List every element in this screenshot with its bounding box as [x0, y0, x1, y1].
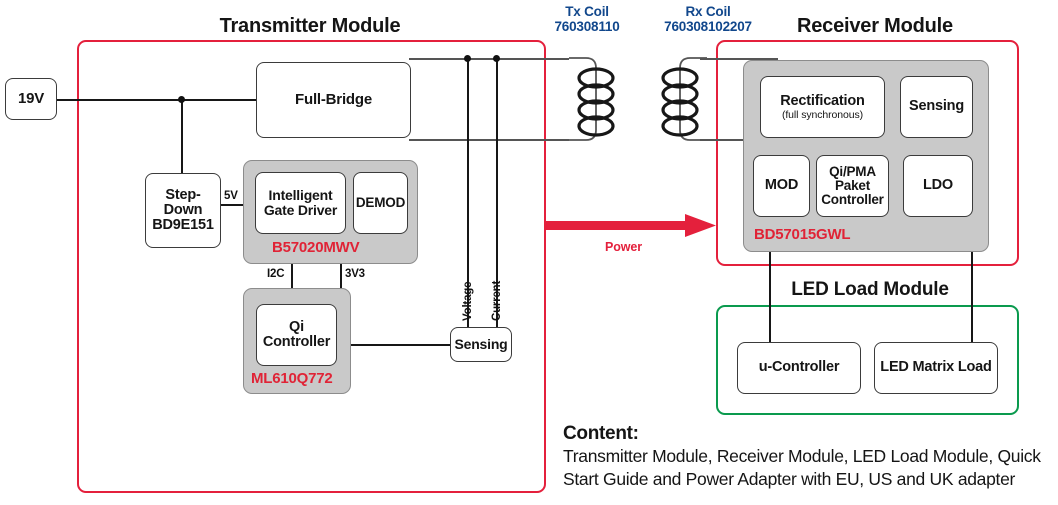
qi-controller-block[interactable]: Qi Controller [256, 304, 337, 366]
wire-receiver-to-ucontroller [769, 252, 771, 342]
wire-fullbridge-bottom-to-txcoil [409, 139, 569, 141]
label-5v: 5V [224, 190, 238, 202]
wire-rxcoil-top-to-receiver [700, 58, 778, 60]
junction-dot-current-tap [493, 55, 500, 62]
wire-rxcoil-bottom-to-receiver [700, 139, 778, 141]
rx-coil-part: 760308102207 [664, 19, 752, 34]
title-receiver-module: Receiver Module [797, 15, 953, 37]
content-line-2: Start Guide and Power Adapter with EU, U… [563, 469, 1016, 489]
transmitter-module-boundary [77, 40, 546, 493]
content-line-1: Transmitter Module, Receiver Module, LED… [563, 446, 1041, 466]
full-bridge-block[interactable]: Full-Bridge [256, 62, 411, 138]
label-i2c: I2C [267, 268, 285, 280]
rectification-title: Rectification [780, 92, 865, 109]
transmitter-main-ic-part-number: B57020MWV [272, 239, 360, 256]
label-current: Current [491, 280, 503, 321]
label-voltage: Voltage [462, 281, 474, 321]
qi-controller-ic-part-number: ML610Q772 [251, 370, 333, 387]
qipma-line2: Paket [834, 177, 871, 193]
led-load-module-boundary [716, 305, 1019, 415]
rx-coil-caption: Rx Coil 760308102207 [634, 4, 782, 34]
receiver-ic-part-number: BD57015GWL [754, 226, 851, 243]
intelligent-gate-driver-block[interactable]: Intelligent Gate Driver [255, 172, 346, 234]
wire-receiver-to-ledmatrix [971, 252, 973, 342]
qi-pma-packet-controller-block[interactable]: Qi/PMA Paket Controller [816, 155, 889, 217]
step-down-block[interactable]: Step- Down BD9E151 [145, 173, 221, 248]
wire-stepdown-5v-to-ic [220, 204, 258, 206]
title-transmitter-module: Transmitter Module [219, 15, 401, 37]
wire-i2c [291, 264, 293, 288]
step-down-line1: Step- [165, 186, 201, 203]
rectification-block[interactable]: Rectification (full synchronous) [760, 76, 885, 138]
wire-current-sense [496, 58, 498, 328]
u-controller-block[interactable]: u-Controller [737, 342, 861, 394]
step-down-part: BD9E151 [152, 217, 214, 234]
mod-block[interactable]: MOD [753, 155, 810, 217]
rx-coil-name: Rx Coil [685, 4, 731, 19]
junction-dot-voltage-tap [464, 55, 471, 62]
wire-19v-to-stepdown [181, 99, 183, 173]
label-3v3: 3V3 [345, 268, 365, 280]
wire-19v-to-fullbridge [55, 99, 257, 101]
rx-coil-icon [661, 57, 707, 141]
content-section: Content: Transmitter Module, Receiver Mo… [563, 423, 1058, 491]
qi-controller-line1: Qi [289, 318, 304, 335]
demod-block[interactable]: DEMOD [353, 172, 408, 234]
tx-coil-name: Tx Coil [565, 4, 609, 19]
qipma-line3: Controller [821, 192, 884, 208]
tx-coil-icon [569, 57, 615, 141]
rectification-subtitle: (full synchronous) [781, 108, 864, 121]
led-matrix-load-block[interactable]: LED Matrix Load [874, 342, 998, 394]
wire-voltage-sense [467, 58, 469, 328]
power-arrow-icon [545, 214, 716, 237]
power-arrow-label: Power [605, 240, 643, 254]
wire-fullbridge-top-to-txcoil [409, 58, 569, 60]
transmitter-sensing-block[interactable]: Sensing [450, 327, 512, 362]
step-down-line2: Down [163, 201, 203, 218]
receiver-sensing-block[interactable]: Sensing [900, 76, 973, 138]
content-heading: Content: [563, 423, 639, 444]
qipma-line1: Qi/PMA [829, 163, 876, 179]
ldo-block[interactable]: LDO [903, 155, 973, 217]
wire-qicontroller-to-sensing [351, 344, 451, 346]
tx-coil-caption: Tx Coil 760308110 [528, 4, 646, 34]
source-19v-block[interactable]: 19V [5, 78, 57, 120]
receiver-module-boundary [716, 40, 1019, 266]
title-led-load-module: LED Load Module [791, 279, 949, 300]
tx-coil-part: 760308110 [554, 19, 620, 34]
qi-controller-line2: Controller [262, 334, 331, 350]
wire-3v3 [340, 264, 342, 288]
junction-dot-19v-branch [178, 96, 185, 103]
gate-driver-line1: Intelligent [268, 187, 333, 204]
gate-driver-line2: Gate Driver [263, 202, 338, 218]
